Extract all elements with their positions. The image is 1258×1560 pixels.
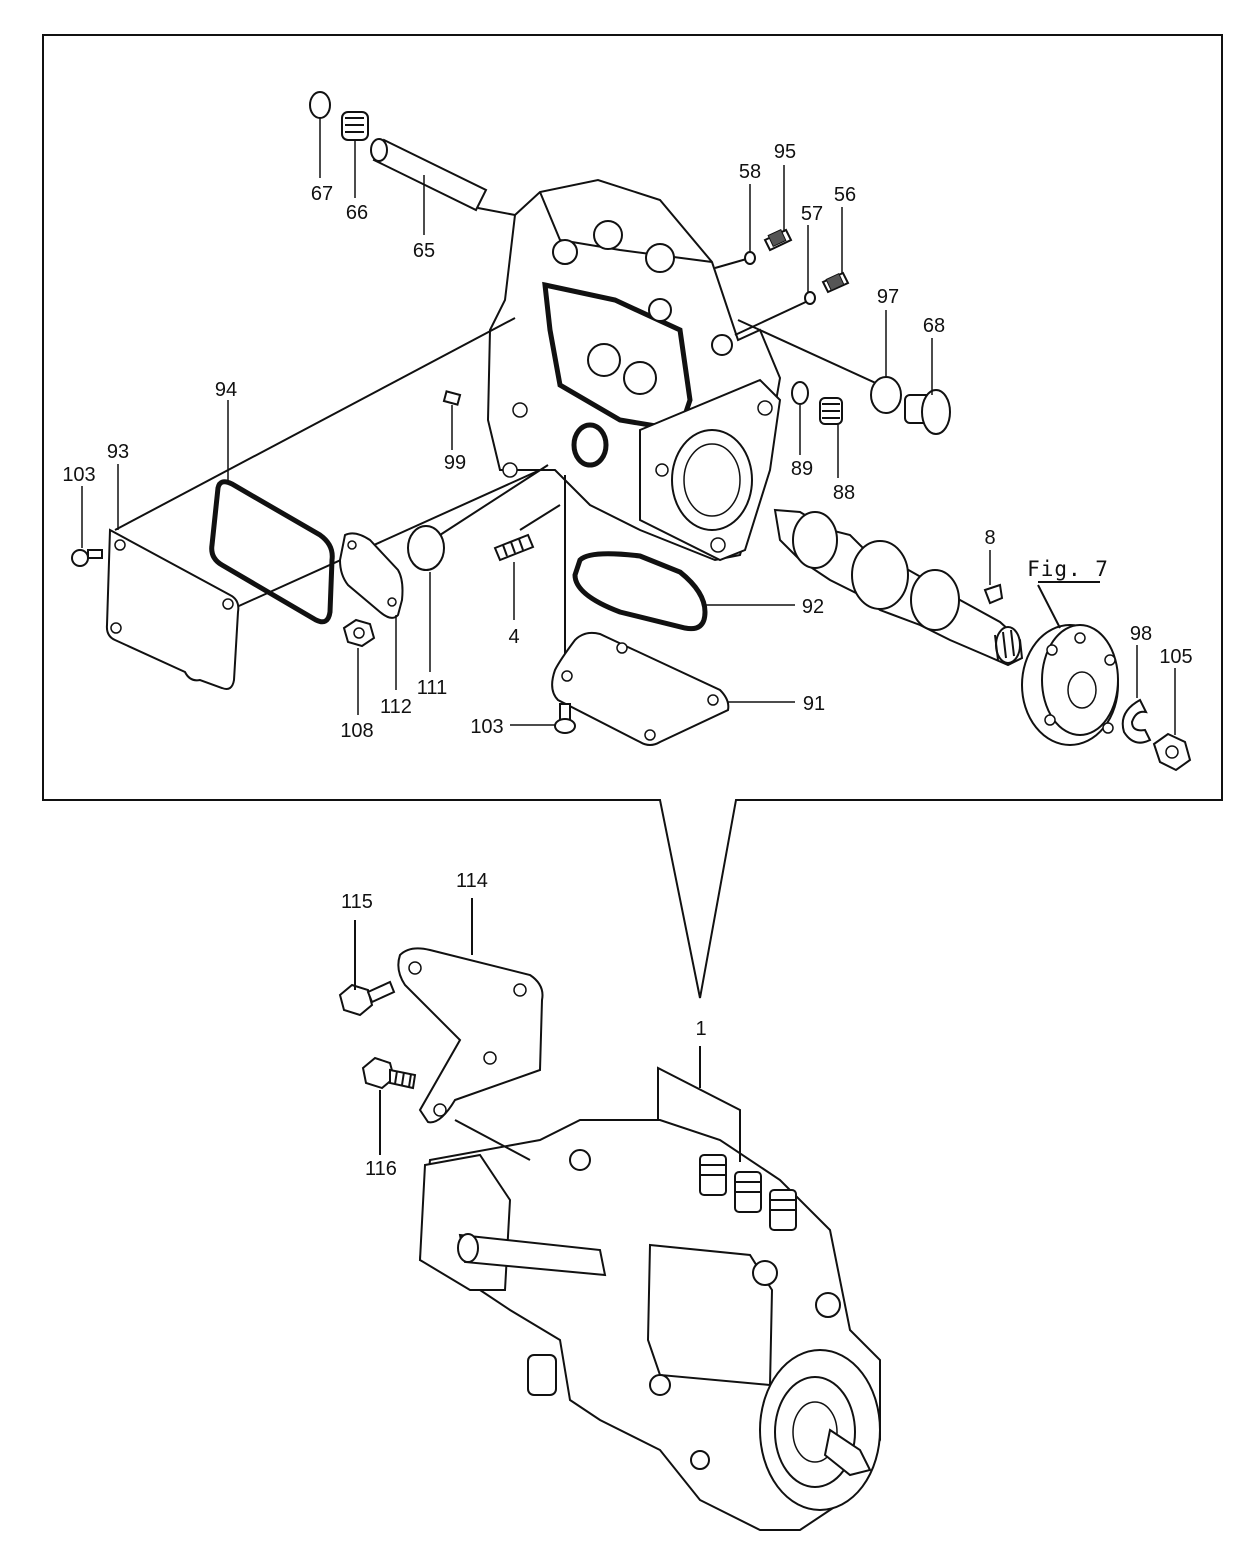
washer-98 [1121,698,1152,744]
label-92: 92 [802,596,824,618]
detail-callout-frame [42,34,1223,999]
figure-reference: Fig. 7 [1027,557,1109,581]
label-4: 4 [508,626,519,648]
label-94: 94 [215,379,237,401]
seal-ring-92 [572,551,708,632]
screw-56 [821,271,850,294]
label-57: 57 [801,203,823,225]
plug-68 [904,389,951,435]
cover-plate-93 [105,528,240,690]
label-103-left: 103 [62,464,95,486]
key-8 [983,583,1004,605]
camshaft [773,508,1024,667]
pump-housing-exploded [486,178,782,562]
label-65: 65 [413,240,435,262]
washer-57 [804,291,816,305]
coupling-fig7 [1021,624,1119,746]
plate-112 [338,532,404,619]
label-88: 88 [833,482,855,504]
assembly-lines [114,207,881,675]
label-116: 116 [365,1158,397,1180]
o-ring-111 [407,525,445,571]
plate-91 [551,631,730,746]
bolt-116 [361,1056,417,1090]
bracket-label-1 [657,1046,741,1162]
washer-58 [744,251,756,265]
gasket-94 [209,479,335,625]
label-111: 111 [417,677,447,699]
o-ring-89 [791,381,809,405]
label-66: 66 [346,202,368,224]
label-95: 95 [774,141,796,163]
label-68: 68 [923,315,945,337]
pin-65 [370,138,488,212]
screw-103-bottom [554,703,576,734]
plug-88 [819,397,843,425]
o-ring-67 [309,91,331,119]
bolt-115 [338,980,396,1017]
screw-103-left [71,549,103,567]
stud-4 [493,533,535,562]
label-114: 114 [456,870,488,892]
label-105: 105 [1159,646,1192,668]
label-8: 8 [984,527,995,549]
label-115: 115 [341,891,373,913]
label-112: 112 [380,696,412,718]
pump-assembly [338,947,881,1531]
label-58: 58 [739,161,761,183]
label-99: 99 [444,452,466,474]
label-97: 97 [877,286,899,308]
label-93: 93 [107,441,129,463]
key-99 [442,390,462,406]
screw-95 [763,228,793,252]
label-108: 108 [340,720,373,742]
washer-97 [870,376,902,414]
leader-lines-top [81,118,1176,735]
label-67: 67 [311,183,333,205]
bracket-114 [397,947,544,1124]
plug-66 [341,111,369,141]
part-labels: 67 66 65 58 95 57 56 97 68 94 99 89 88 9… [62,141,1192,1180]
label-56: 56 [834,184,856,206]
label-98: 98 [1130,623,1152,645]
label-91: 91 [803,693,825,715]
label-1: 1 [695,1018,706,1040]
label-103-bottom: 103 [470,716,503,738]
label-89: 89 [791,458,813,480]
